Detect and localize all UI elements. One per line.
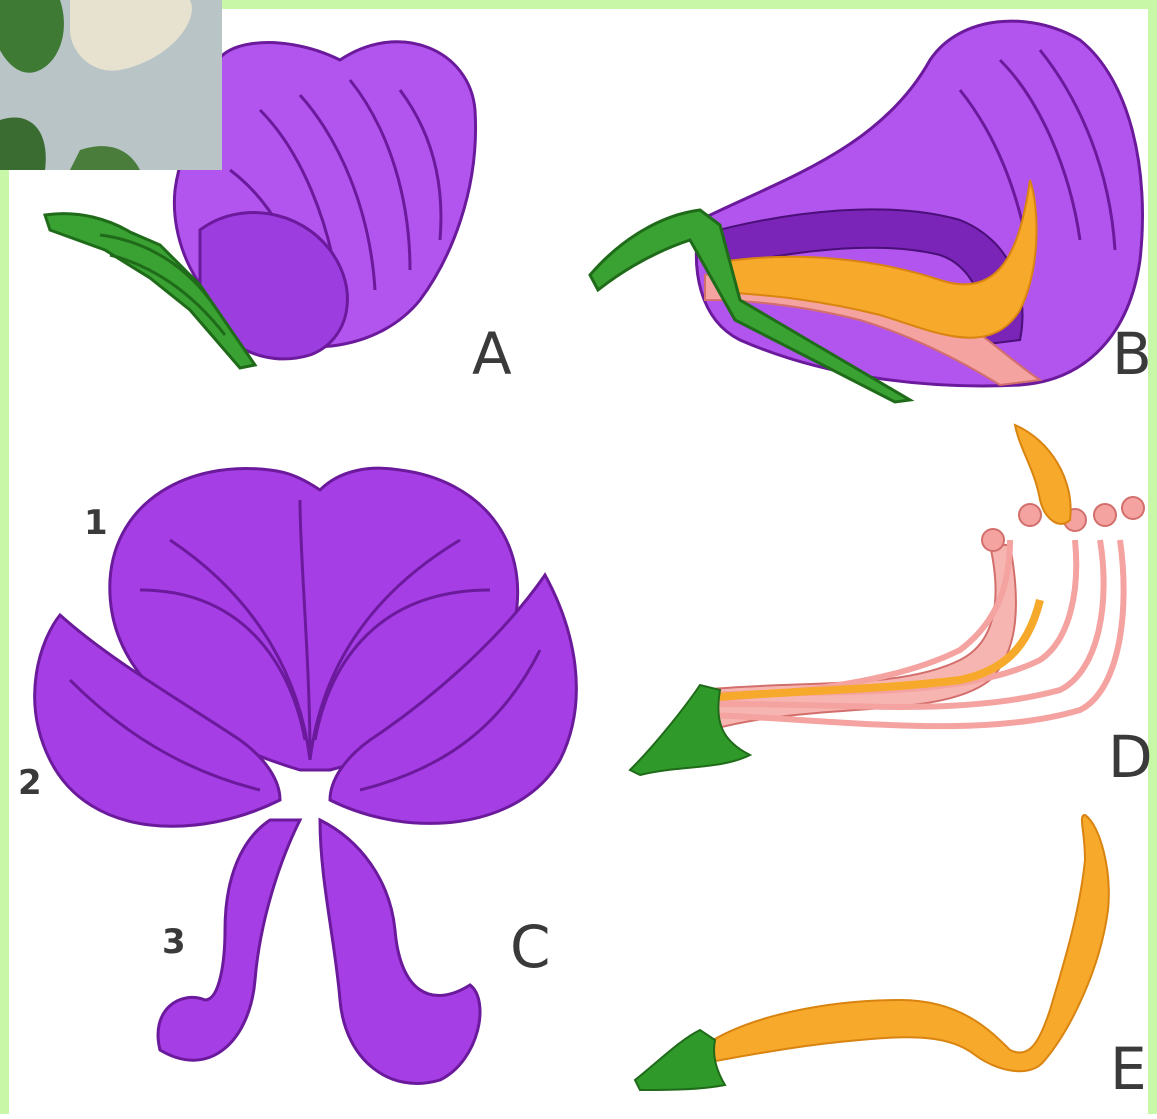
anther-2-d: [1019, 504, 1041, 526]
label-1: 1: [84, 506, 108, 540]
label-c: C: [510, 918, 551, 976]
anther-1-d: [982, 529, 1004, 551]
label-2: 2: [18, 766, 42, 800]
inset-photo: [0, 0, 222, 170]
frame-right: [1148, 0, 1157, 1114]
anther-4-d: [1094, 504, 1116, 526]
label-3: 3: [162, 925, 186, 959]
label-d: D: [1108, 728, 1153, 786]
anther-5-d: [1122, 497, 1144, 519]
label-e: E: [1110, 1040, 1147, 1098]
label-b: B: [1112, 325, 1152, 383]
label-a: A: [472, 325, 512, 383]
